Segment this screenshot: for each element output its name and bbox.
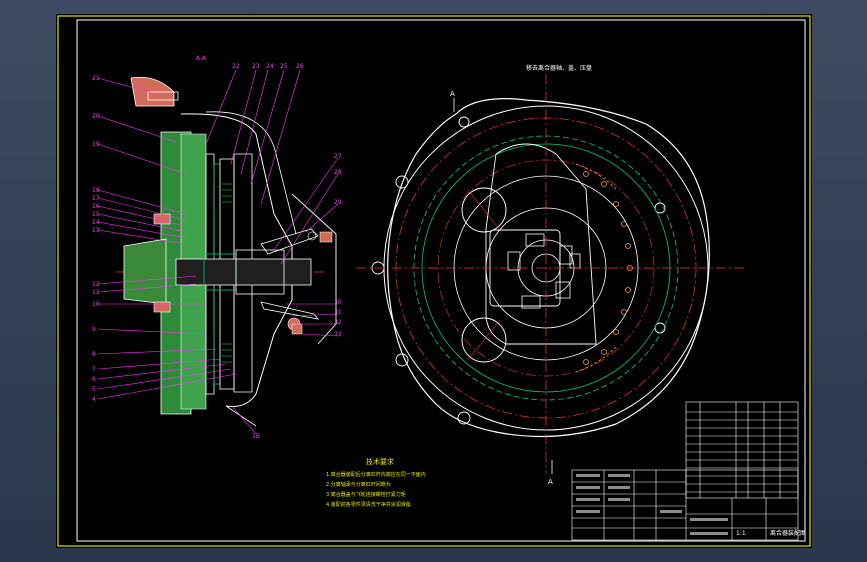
technical-requirements: 技术要求 1.离合器装配后分离杠杆内端应在同一平面内 2.分离轴承与分离杠杆间隙… (326, 457, 426, 508)
part-number: 28 (334, 169, 342, 176)
requirements-title: 技术要求 (366, 457, 394, 466)
part-number: 12 (92, 281, 100, 288)
drawing-name: 离合器装配图 (770, 529, 806, 537)
part-number: 31 (334, 309, 342, 316)
part-number: 7 (92, 366, 96, 373)
part-number: 27 (334, 153, 342, 160)
part-number: 32 (334, 319, 342, 326)
part-number: 5 (92, 386, 96, 393)
part-number: 1B (252, 433, 260, 440)
part-number: 19 (92, 141, 100, 148)
requirement-line: 4.装配前各零件须清洗干净并涂润滑脂 (326, 501, 411, 508)
part-number: 20 (92, 113, 100, 120)
part-number: 22 (232, 63, 240, 70)
part-number: 29 (334, 199, 342, 206)
section-mark: A (548, 478, 553, 486)
part-number: 25 (280, 63, 288, 70)
part-number: 8 (92, 351, 96, 358)
part-number: 18 (92, 187, 100, 194)
drawing-scale: 1:1 (736, 530, 746, 537)
section-label: A-A (196, 55, 207, 62)
part-number: 6 (92, 376, 96, 383)
part-number: 4 (92, 396, 96, 403)
drawing-sheet: 21 20 19 18 17 16 15 14 13 12 11 10 9 8 … (56, 14, 812, 548)
section-mark: A (450, 90, 455, 98)
view-title: 移去离合器轴、盖、压盘 (526, 64, 592, 72)
part-number: 23 (252, 63, 260, 70)
requirement-line: 2.分离轴承与分离杠杆间隙为 (326, 481, 391, 488)
part-number: 33 (334, 331, 342, 338)
parts-list (685, 401, 799, 499)
front-view: 移去离合器轴、盖、压盘 (356, 64, 746, 486)
section-view-a-a: 21 20 19 18 17 16 15 14 13 12 11 10 9 8 … (92, 55, 342, 440)
part-number: 9 (92, 326, 96, 333)
part-number: 17 (92, 195, 100, 202)
part-number: 13 (92, 227, 100, 234)
requirement-line: 3.离合器盖与飞轮连接螺栓拧紧力矩 (326, 491, 406, 498)
part-number: 16 (92, 203, 100, 210)
title-block: 离合器装配图 1:1 (571, 469, 806, 541)
part-number: 24 (266, 63, 274, 70)
part-number: 30 (334, 299, 342, 306)
part-number: 10 (92, 301, 100, 308)
part-number: 11 (92, 289, 100, 296)
drawing-canvas: 21 20 19 18 17 16 15 14 13 12 11 10 9 8 … (57, 15, 811, 547)
outer-frame (57, 15, 811, 547)
part-number: 21 (92, 75, 100, 82)
part-number: 15 (92, 211, 100, 218)
inner-frame (76, 19, 806, 542)
requirement-line: 1.离合器装配后分离杠杆内端应在同一平面内 (326, 471, 426, 478)
part-number: 26 (296, 63, 304, 70)
part-number: 14 (92, 219, 100, 226)
